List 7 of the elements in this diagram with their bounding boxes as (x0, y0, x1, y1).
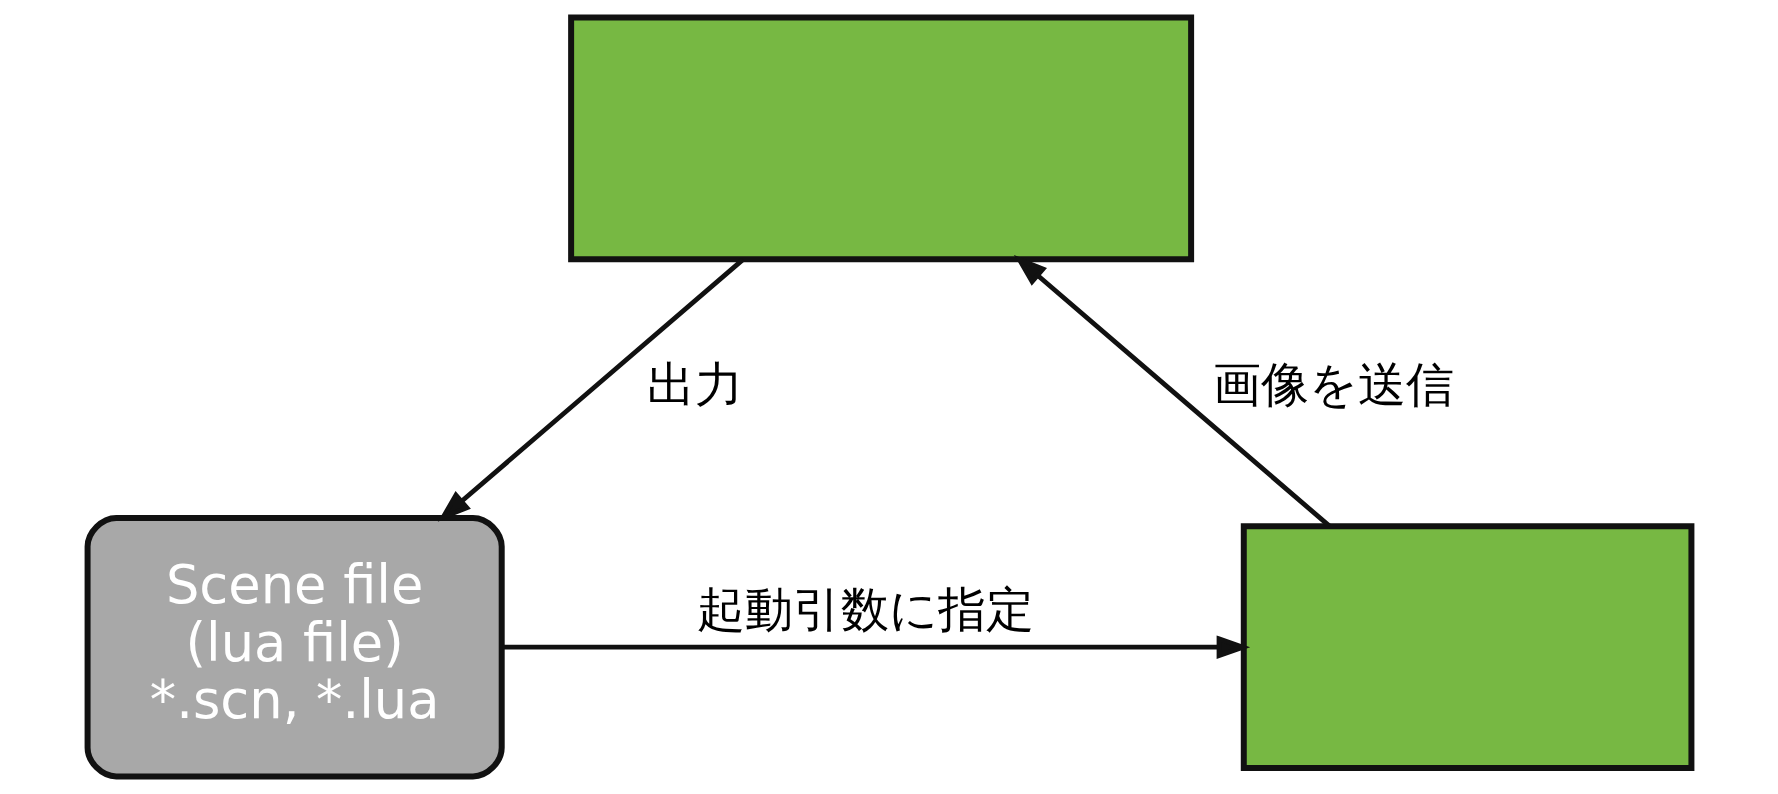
edge-label: 起動引数に指定 (696, 581, 1034, 637)
arrow (501, 635, 1250, 659)
node-box: Scene file (lua file) *.scn, *.lua (84, 514, 505, 780)
node-box (1240, 523, 1694, 772)
edge-label: 画像を送信 (1212, 356, 1454, 412)
edge-label: 出力 (646, 356, 743, 412)
node-box (567, 14, 1194, 263)
